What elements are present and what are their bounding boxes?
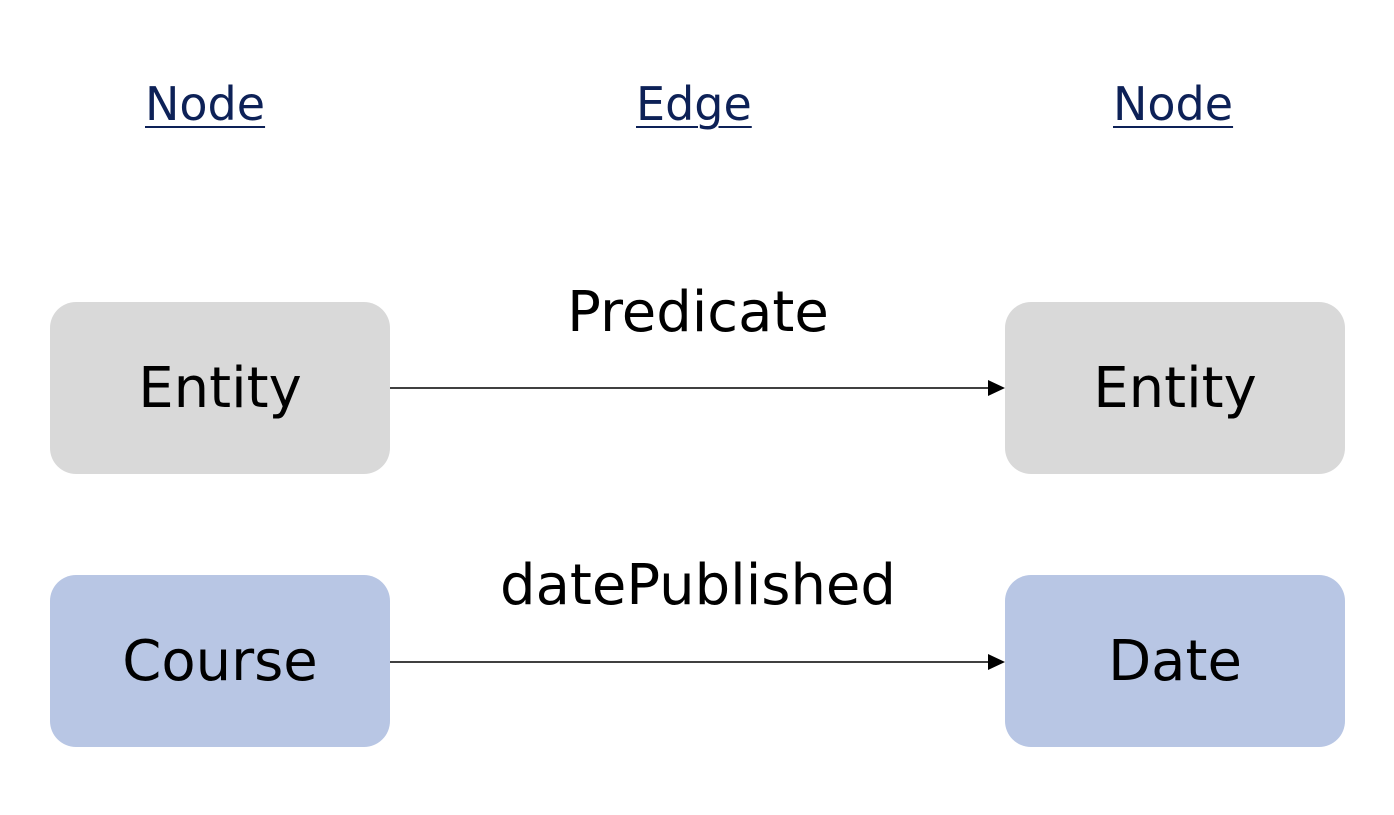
header-edge: Edge (636, 77, 752, 131)
header-node-right: Node (1113, 77, 1234, 131)
node-subject-row-2: Course (50, 575, 390, 747)
node-object-row-1: Entity (1005, 302, 1345, 474)
header-node-left: Node (145, 77, 266, 131)
node-object-row-2: Date (1005, 575, 1345, 747)
edge-arrowhead-row-2 (988, 654, 1005, 670)
edge-label-row-1: Predicate (567, 280, 829, 345)
edge-arrowhead-row-1 (988, 380, 1005, 396)
node-subject-row-1: Entity (50, 302, 390, 474)
edge-label-row-2: datePublished (500, 553, 896, 618)
